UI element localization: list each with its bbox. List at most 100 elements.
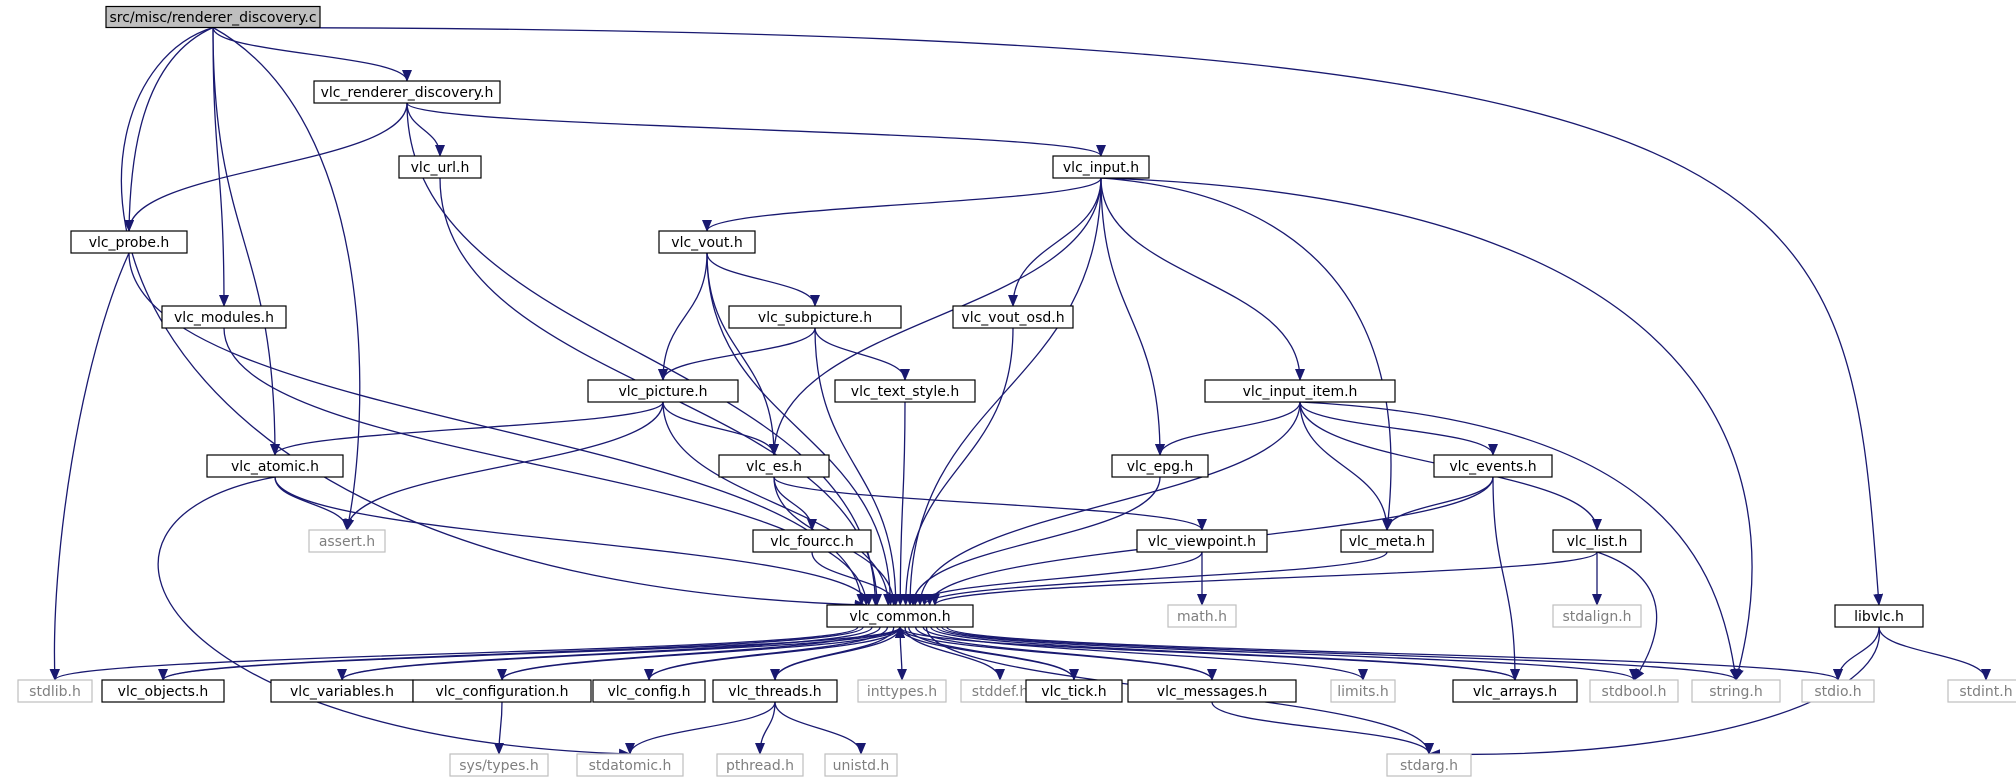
edge-vlc_common-to-string <box>941 626 1741 681</box>
edge-vlc_messages-to-vlc_common <box>895 626 1213 681</box>
node-vlc-subpicture[interactable]: vlc_subpicture.h <box>728 305 902 329</box>
node-label: limits.h <box>1337 684 1388 700</box>
node-box <box>1801 679 1875 703</box>
edge-vlc_input-to-vlc_vout <box>702 177 1102 232</box>
node-vlc-url[interactable]: vlc_url.h <box>398 155 482 179</box>
node-vlc-probe[interactable]: vlc_probe.h <box>70 230 188 254</box>
node-unistd: unistd.h <box>824 753 898 777</box>
node-vlc-renderer-discovery[interactable]: vlc_renderer_discovery.h <box>313 80 501 104</box>
edge-line <box>1008 177 1102 307</box>
node-label: vlc_variables.h <box>290 684 394 700</box>
edge-vlc_common-to-stdio <box>946 626 1843 681</box>
edge-line <box>895 401 906 606</box>
edge-vlc_picture-to-vlc_atomic <box>270 401 664 456</box>
edge-vlc_subpicture-to-vlc_text_style <box>814 327 910 381</box>
node-box <box>1691 679 1781 703</box>
edge-line <box>497 626 881 681</box>
node-label: assert.h <box>319 534 375 550</box>
node-vlc-fourcc[interactable]: vlc_fourcc.h <box>752 529 872 553</box>
node-vlc-config[interactable]: vlc_config.h <box>592 679 706 703</box>
node-vlc-atomic[interactable]: vlc_atomic.h <box>206 454 344 478</box>
edge-line <box>1100 177 1165 456</box>
node-label: vlc_tick.h <box>1041 684 1106 700</box>
edge-vlc_input_item-to-vlc_events <box>1299 401 1498 456</box>
node-box <box>1167 604 1237 628</box>
edge-vlc_vout-to-vlc_common <box>706 252 896 606</box>
node-label: sys/types.h <box>459 758 538 774</box>
edge-line <box>896 626 907 681</box>
node-vlc-viewpoint[interactable]: vlc_viewpoint.h <box>1136 529 1268 553</box>
node-vlc-tick[interactable]: vlc_tick.h <box>1025 679 1123 703</box>
node-vlc-arrays[interactable]: vlc_arrays.h <box>1452 679 1578 703</box>
edge-vlc_atomic-to-assert <box>274 476 352 531</box>
node-box <box>398 155 482 179</box>
edge-line <box>223 327 872 606</box>
edge-vlc_input-to-vlc_vout_osd <box>1008 177 1102 307</box>
node-box <box>206 454 344 478</box>
edge-line <box>915 401 1301 606</box>
edge-root-to-vlc_renderer_discovery <box>212 27 412 82</box>
node-label: vlc_meta.h <box>1349 534 1426 550</box>
edge-line <box>706 252 896 606</box>
node-label: vlc_input.h <box>1063 160 1139 176</box>
node-label: inttypes.h <box>867 684 937 700</box>
node-box <box>308 529 386 553</box>
node-vlc-epg[interactable]: vlc_epg.h <box>1111 454 1209 478</box>
node-vlc-es[interactable]: vlc_es.h <box>718 454 830 478</box>
node-vlc-picture[interactable]: vlc_picture.h <box>587 379 739 403</box>
node-vlc-configuration[interactable]: vlc_configuration.h <box>412 679 592 703</box>
node-vlc-events[interactable]: vlc_events.h <box>1433 454 1553 478</box>
node-vlc-input[interactable]: vlc_input.h <box>1052 155 1150 179</box>
node-stdio: stdio.h <box>1801 679 1875 703</box>
edge-vlc_common-to-vlc_arrays <box>930 626 1520 681</box>
node-box <box>1834 604 1924 628</box>
edge-vlc_input-to-vlc_meta <box>1100 177 1394 531</box>
edge-line <box>501 626 905 681</box>
node-label: libvlc.h <box>1854 609 1904 625</box>
node-stdlib: stdlib.h <box>17 679 93 703</box>
node-stdalign: stdalign.h <box>1552 604 1642 628</box>
node-box <box>1433 454 1553 478</box>
node-vlc-vout[interactable]: vlc_vout.h <box>658 230 756 254</box>
edge-line <box>755 701 776 755</box>
node-vlc-input-item[interactable]: vlc_input_item.h <box>1204 379 1396 403</box>
node-box <box>1552 604 1642 628</box>
node-vlc-vout-osd[interactable]: vlc_vout_osd.h <box>952 305 1074 329</box>
edge-vlc_tick-to-vlc_common <box>895 626 1075 681</box>
node-label: stddef.h <box>972 684 1028 700</box>
edge-line <box>406 102 445 157</box>
edge-line <box>919 551 1388 606</box>
node-root[interactable]: src/misc/renderer_discovery.c <box>105 5 321 29</box>
node-limits: limits.h <box>1330 679 1396 703</box>
node-vlc-threads[interactable]: vlc_threads.h <box>712 679 838 703</box>
node-stdatomic: stdatomic.h <box>576 753 684 777</box>
edge-root-to-libvlc <box>212 26 1884 606</box>
node-box <box>161 305 287 329</box>
edge-line <box>774 626 905 681</box>
node-box <box>17 679 93 703</box>
edge-vlc_messages-to-stdarg <box>1211 701 1434 755</box>
edge-vlc_epg-to-vlc_common <box>908 476 1161 606</box>
edge-vlc_input-to-string <box>1100 177 1753 681</box>
node-vlc-messages[interactable]: vlc_messages.h <box>1127 679 1297 703</box>
node-vlc-list[interactable]: vlc_list.h <box>1552 529 1642 553</box>
node-vlc-modules[interactable]: vlc_modules.h <box>161 305 287 329</box>
edge-vlc_vout_osd-to-vlc_common <box>900 327 1014 606</box>
edge-vlc_events-to-vlc_arrays <box>1492 476 1520 681</box>
node-vlc-meta[interactable]: vlc_meta.h <box>1340 529 1434 553</box>
node-libvlc[interactable]: libvlc.h <box>1834 604 1924 628</box>
edge-vlc_threads-to-pthread <box>755 701 776 755</box>
node-label: stdarg.h <box>1400 758 1458 774</box>
edge-line <box>1100 177 1305 381</box>
edge-vlc_common-to-vlc_variables <box>337 626 873 681</box>
edge-line <box>406 102 1106 157</box>
node-label: vlc_url.h <box>411 160 470 176</box>
node-vlc-common[interactable]: vlc_common.h <box>826 604 974 628</box>
node-box <box>728 305 902 329</box>
edge-vlc_vout-to-vlc_subpicture <box>706 252 820 307</box>
edge-line <box>212 26 361 531</box>
node-vlc-text-style[interactable]: vlc_text_style.h <box>834 379 976 403</box>
node-vlc-objects[interactable]: vlc_objects.h <box>101 679 225 703</box>
node-box <box>576 753 684 777</box>
node-vlc-variables[interactable]: vlc_variables.h <box>270 679 414 703</box>
